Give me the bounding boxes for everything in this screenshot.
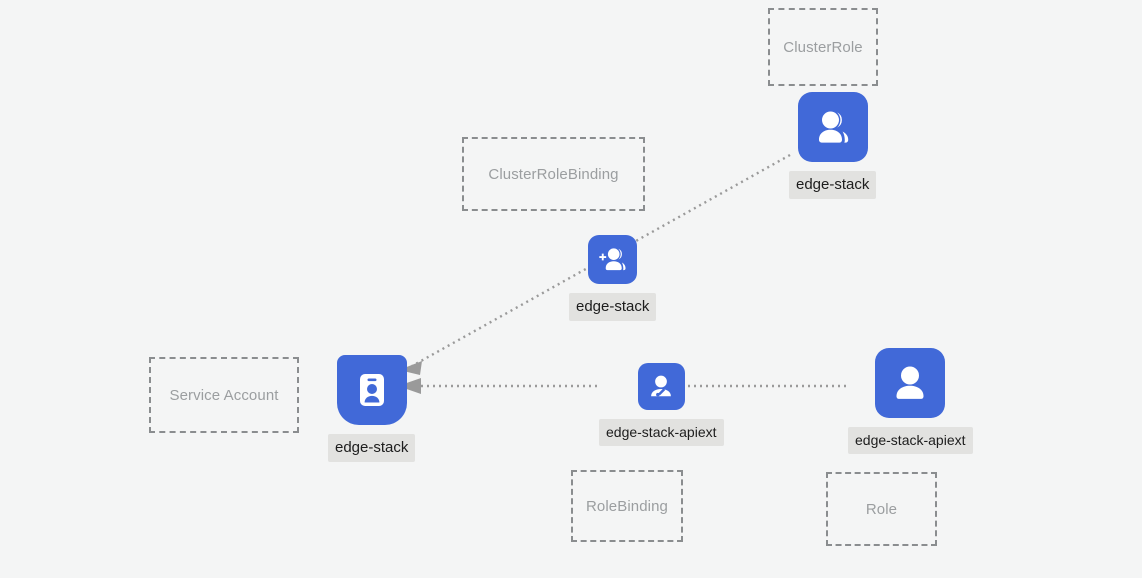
node-serviceaccount[interactable]: edge-stack <box>328 355 416 462</box>
person-add-icon <box>597 244 629 276</box>
kind-box-role: Role <box>826 472 937 546</box>
person-key-icon <box>646 372 676 402</box>
node-clusterrole[interactable]: edge-stack <box>789 92 877 199</box>
kind-box-role-label: Role <box>865 500 898 518</box>
kind-box-clusterrole-label: ClusterRole <box>783 38 863 56</box>
node-rolebinding-label: edge-stack-apiext <box>599 419 724 446</box>
node-role[interactable]: edge-stack-apiext <box>848 348 973 454</box>
kind-box-clusterrolebinding-label: ClusterRoleBinding <box>488 165 619 183</box>
node-role-tile[interactable] <box>875 348 946 418</box>
node-serviceaccount-tile[interactable] <box>336 355 407 425</box>
node-clusterrole-label: edge-stack <box>789 171 877 199</box>
kind-box-clusterrolebinding: ClusterRoleBinding <box>462 137 645 211</box>
kind-box-clusterrole: ClusterRole <box>768 8 878 86</box>
node-serviceaccount-label: edge-stack <box>328 434 416 462</box>
kind-box-rolebinding: RoleBinding <box>571 470 683 542</box>
node-role-label: edge-stack-apiext <box>848 427 973 454</box>
kind-box-serviceaccount-label: Service Account <box>169 386 279 404</box>
node-rolebinding[interactable]: edge-stack-apiext <box>599 363 724 446</box>
badge-id-card-icon <box>350 368 394 412</box>
node-rolebinding-tile[interactable] <box>637 363 685 410</box>
kind-box-rolebinding-label: RoleBinding <box>586 497 668 515</box>
node-clusterrolebinding[interactable]: edge-stack <box>569 235 657 321</box>
person-icon <box>888 361 932 405</box>
node-clusterrolebinding-tile[interactable] <box>588 235 638 284</box>
group-people-icon <box>811 105 855 149</box>
node-clusterrolebinding-label: edge-stack <box>569 293 657 321</box>
node-clusterrole-tile[interactable] <box>797 92 868 162</box>
kind-box-serviceaccount: Service Account <box>149 357 299 433</box>
